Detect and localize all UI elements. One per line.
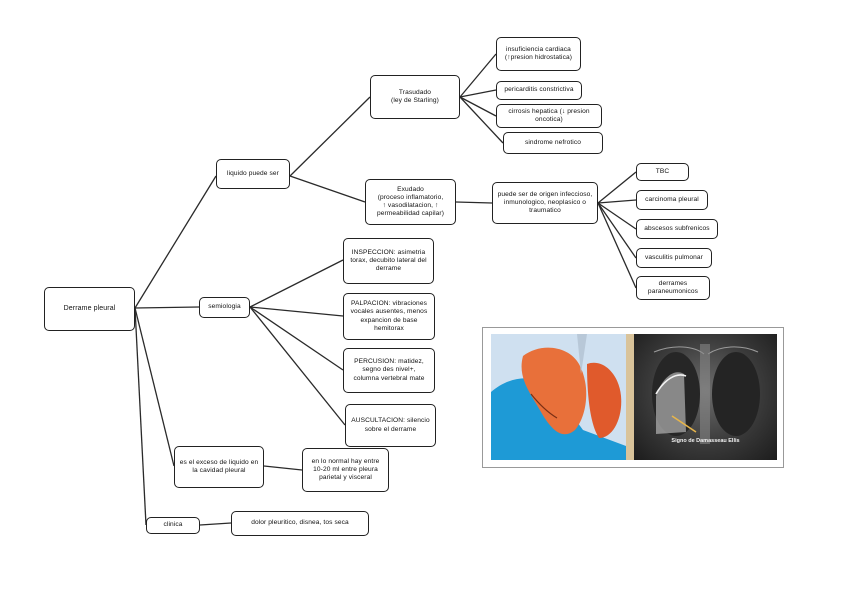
chest-xray-graphic	[652, 344, 760, 444]
node-exceso-liquido[interactable]: es el exceso de liquido en la cavidad pl…	[174, 446, 264, 488]
node-origen[interactable]: puede ser de origen infeccioso, inmunolo…	[492, 182, 598, 224]
xray-caption: Signo de Damasseau Ellis	[671, 438, 740, 444]
node-liquido-puede-ser[interactable]: liquido puede ser	[216, 159, 290, 189]
lung-illustration-graphic	[491, 334, 626, 460]
pleural-effusion-figure: Signo de Damasseau Ellis	[482, 327, 784, 468]
node-exudado[interactable]: Exudado (proceso inflamatorio, ↑ vasodil…	[365, 179, 456, 225]
node-dolor-pleuritico[interactable]: dolor pleuritico, disnea, tos seca	[231, 511, 369, 536]
panel-divider	[626, 334, 634, 460]
node-inspeccion[interactable]: INSPECCION: asimetria torax, decubito la…	[343, 238, 434, 284]
node-cirrosis-hepatica[interactable]: cirrosis hepatica (↓ presion oncotica)	[496, 104, 602, 128]
node-derrames-paraneumonicos[interactable]: derrames paraneumonicos	[636, 276, 710, 300]
node-trasudado[interactable]: Trasudado (ley de Starling)	[370, 75, 460, 119]
node-vasculitis-pulmonar[interactable]: vasculitis pulmonar	[636, 248, 712, 268]
node-tbc[interactable]: TBC	[636, 163, 689, 181]
node-carcinoma-pleural[interactable]: carcinoma pleural	[636, 190, 708, 210]
node-clinica[interactable]: clinica	[146, 517, 200, 534]
chest-xray: Signo de Damasseau Ellis	[634, 334, 777, 460]
node-insuficiencia-cardiaca[interactable]: insuficiencia cardiaca (↑presion hidrost…	[496, 37, 581, 71]
node-palpacion[interactable]: PALPACION: vibraciones vocales ausentes,…	[343, 293, 435, 340]
node-semiologia[interactable]: semiologia	[199, 297, 250, 318]
lung-illustration	[491, 334, 626, 460]
node-derrame-pleural[interactable]: Derrame pleural	[44, 287, 135, 331]
node-percusion[interactable]: PERCUSION: matidez, segno des nivel+, co…	[343, 348, 435, 393]
node-sindrome-nefrotico[interactable]: sindrome nefrotico	[503, 132, 603, 154]
node-abscesos-subfrenicos[interactable]: abscesos subfrenicos	[636, 219, 718, 239]
node-pericarditis-constrictiva[interactable]: pericarditis constrictiva	[496, 81, 582, 100]
node-normal[interactable]: en lo normal hay entre 10-20 ml entre pl…	[302, 448, 389, 492]
node-auscultacion[interactable]: AUSCULTACION: silencio sobre el derrame	[345, 404, 436, 447]
